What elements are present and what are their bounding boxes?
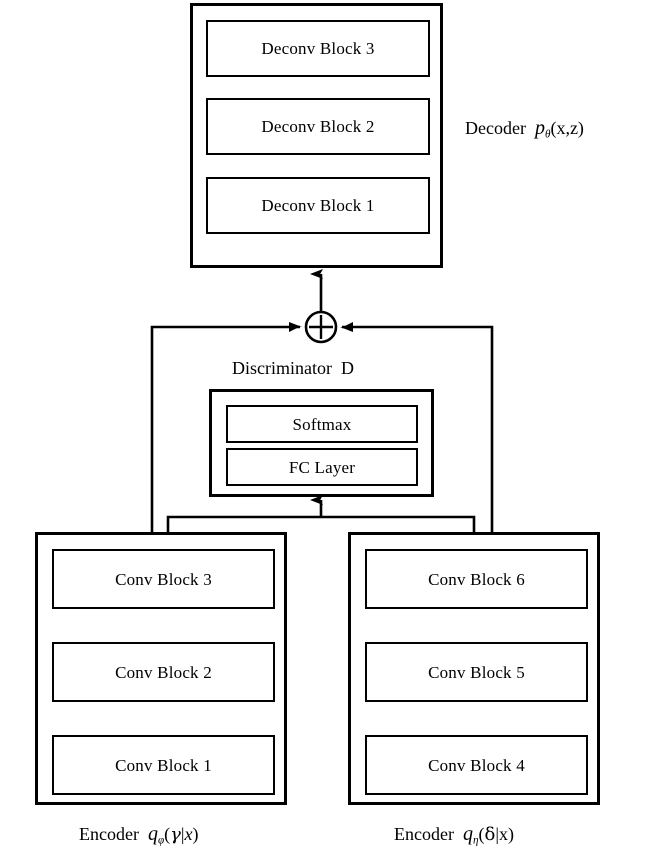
- encoder-left-caption-latent-var: γ: [170, 824, 181, 845]
- encoder-right-caption-paren-open: (: [478, 824, 485, 844]
- encoder-right-caption-latent-var: δ: [484, 824, 496, 845]
- decoder-block-3-label: Deconv Block 3: [261, 39, 375, 58]
- encoder-right-caption-prefix: Encoder: [394, 824, 454, 844]
- encoder-left-block-2[interactable]: Conv Block 2: [52, 642, 275, 702]
- discriminator-container: Softmax FC Layer: [209, 389, 434, 497]
- discriminator-softmax-label: Softmax: [292, 414, 352, 434]
- decoder-block-1-label: Deconv Block 1: [261, 196, 375, 215]
- decoder-caption: Decoder pθ(x,z): [465, 118, 584, 141]
- encoder-left-block-1-label: Conv Block 1: [115, 755, 212, 775]
- discriminator-softmax-block[interactable]: Softmax: [226, 405, 418, 443]
- encoder-right-caption: Encoder qη(δ|x): [394, 824, 514, 847]
- sum-junction-icon: [304, 310, 338, 344]
- encoder-left-caption-paren-close: ): [192, 824, 199, 844]
- discriminator-fc-layer-block[interactable]: FC Layer: [226, 448, 418, 486]
- decoder-caption-symbol: p: [534, 117, 545, 139]
- encoder-left-caption-paren-open: (: [164, 824, 171, 844]
- decoder-block-1[interactable]: Deconv Block 1: [206, 177, 430, 234]
- encoder-left-caption-bar: |: [180, 824, 185, 844]
- encoder-right-block-6[interactable]: Conv Block 6: [365, 549, 588, 609]
- decoder-caption-subscript: θ: [544, 128, 551, 141]
- decoder-container: Deconv Block 3 Deconv Block 2 Deconv Blo…: [190, 3, 443, 268]
- encoder-right-block-6-label: Conv Block 6: [428, 569, 525, 589]
- decoder-caption-prefix: Decoder: [465, 118, 526, 138]
- encoder-right-block-5[interactable]: Conv Block 5: [365, 642, 588, 702]
- encoder-right-block-4-label: Conv Block 4: [428, 755, 525, 775]
- encoder-left-block-2-label: Conv Block 2: [115, 662, 212, 682]
- encoder-left-container: Conv Block 3 Conv Block 2 Conv Block 1: [35, 532, 287, 805]
- encoder-left-caption-symbol: q: [147, 823, 158, 845]
- encoder-right-caption-paren-close: ): [507, 824, 514, 844]
- encoder-right-container: Conv Block 6 Conv Block 5 Conv Block 4: [348, 532, 600, 805]
- decoder-block-3[interactable]: Deconv Block 3: [206, 20, 430, 77]
- encoder-right-caption-symbol: q: [462, 823, 473, 845]
- discriminator-caption: Discriminator D: [232, 359, 354, 377]
- encoder-left-caption: Encoder qφ(γ|x): [79, 824, 199, 847]
- discriminator-caption-symbol: D: [340, 358, 354, 378]
- decoder-caption-args: (x,z): [550, 118, 584, 138]
- encoder-right-caption-subscript: η: [472, 834, 479, 847]
- decoder-block-2[interactable]: Deconv Block 2: [206, 98, 430, 155]
- encoder-left-block-3-label: Conv Block 3: [115, 569, 212, 589]
- encoder-right-caption-bar: |: [495, 824, 499, 844]
- decoder-block-2-label: Deconv Block 2: [261, 117, 375, 136]
- encoder-left-caption-cond-var: x: [184, 824, 193, 844]
- encoder-left-caption-prefix: Encoder: [79, 824, 139, 844]
- encoder-left-block-1[interactable]: Conv Block 1: [52, 735, 275, 795]
- encoder-right-caption-cond-var: x: [498, 824, 508, 844]
- discriminator-fc-layer-label: FC Layer: [288, 457, 356, 477]
- encoder-left-caption-subscript: φ: [157, 834, 165, 847]
- encoder-right-block-4[interactable]: Conv Block 4: [365, 735, 588, 795]
- encoder-right-block-5-label: Conv Block 5: [428, 662, 525, 682]
- discriminator-caption-text: Discriminator: [232, 358, 332, 378]
- encoder-left-block-3[interactable]: Conv Block 3: [52, 549, 275, 609]
